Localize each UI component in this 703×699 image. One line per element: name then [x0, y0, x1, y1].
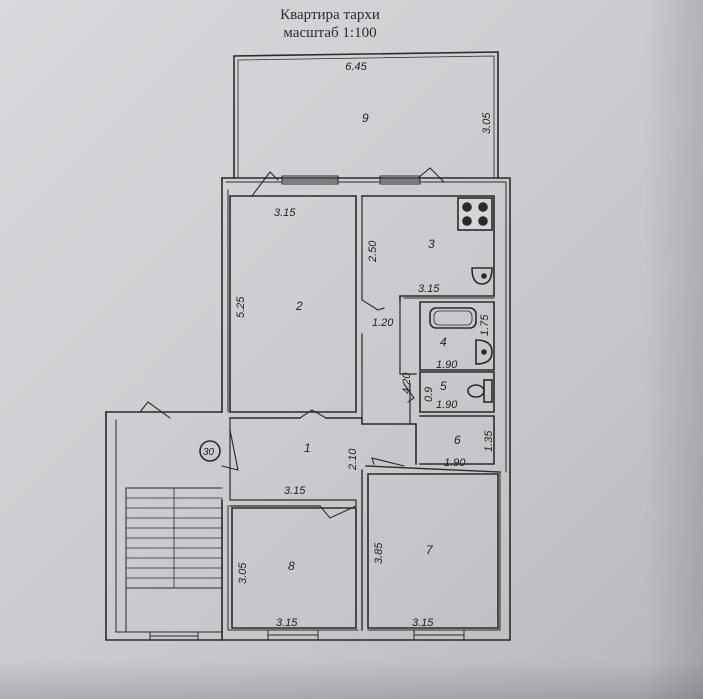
dim-bath-depth: 1.75	[479, 314, 491, 336]
dim-bath-width: 1.90	[436, 359, 458, 371]
room-3-number: 3	[428, 237, 435, 251]
plan-title: Квартира тархи	[280, 7, 380, 23]
room-8-walls	[231, 507, 357, 629]
dim-room6-width: 1.90	[444, 457, 466, 469]
room-1-number: 1	[304, 441, 311, 455]
dim-hall-width: 3.15	[284, 485, 306, 497]
dim-room7-width: 3.15	[412, 617, 434, 629]
bath-sink-icon	[475, 339, 493, 365]
dim-balcony-width: 6.45	[345, 61, 367, 73]
hall-walls	[229, 417, 501, 631]
dim-wc-left: 4.20	[401, 372, 413, 394]
dim-room6-depth: 1.35	[483, 430, 495, 452]
dim-corridor-width: 1.20	[372, 317, 394, 329]
stair-marker-label: 30	[203, 447, 215, 458]
dim-room8-width: 3.15	[276, 617, 298, 629]
dim-room2-width: 3.15	[274, 207, 296, 219]
room-8-number: 8	[288, 559, 295, 573]
dimension-labels: 6.45 3.05 3.15 5.25 2.50 3.15 1.20 1.75 …	[203, 61, 495, 629]
room-4-number: 4	[440, 335, 447, 349]
kitchen-sink-icon	[471, 267, 493, 285]
dim-room8-depth: 3.05	[237, 562, 249, 584]
dim-room2-length: 5.25	[235, 296, 247, 318]
windows	[149, 175, 465, 641]
dim-balcony-depth: 3.05	[481, 112, 493, 134]
room-2-walls	[229, 195, 363, 419]
plan-scale: масштаб 1:100	[283, 25, 377, 41]
outer-walls	[221, 177, 511, 641]
dim-wc-depth: 0.9	[423, 387, 435, 402]
dim-room7-depth: 3.85	[373, 542, 385, 564]
dim-hall-depth: 2.10	[347, 448, 359, 471]
room-2-number: 2	[295, 299, 303, 313]
sheet-shadow-bottom	[0, 659, 703, 699]
room-9-number: 9	[362, 111, 369, 125]
room-numbers: 9 2 3 4 5 6 1 8 7	[288, 111, 461, 573]
toilet-icon	[467, 379, 493, 403]
dim-room3-width: 3.15	[418, 283, 440, 295]
dim-wc-width: 1.90	[436, 399, 458, 411]
room-6-number: 6	[454, 433, 461, 447]
sheet-shadow-right	[643, 0, 703, 699]
room-5-number: 5	[440, 379, 447, 393]
dim-room3-depth: 2.50	[367, 240, 379, 263]
room-7-number: 7	[426, 543, 434, 557]
room-3-walls	[361, 195, 495, 301]
stove-icon	[457, 197, 493, 231]
balcony-outline	[233, 51, 499, 179]
plan-header: Квартира тархи масштаб 1:100	[250, 6, 410, 42]
room-7-walls	[367, 473, 499, 629]
door-swings	[139, 167, 445, 519]
stair-marker-circle	[199, 440, 221, 462]
bathtub-icon	[429, 307, 477, 329]
